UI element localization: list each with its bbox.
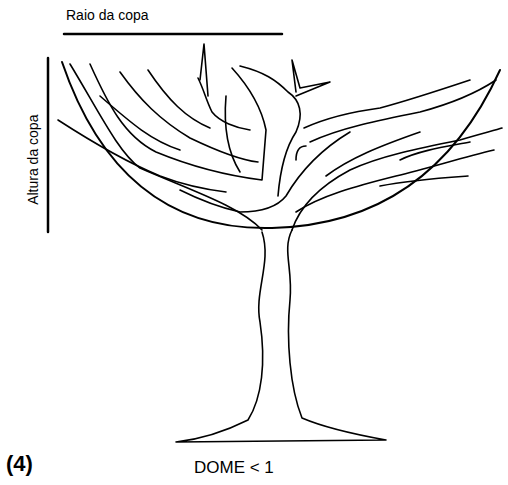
branch <box>292 128 502 230</box>
branch <box>198 78 250 130</box>
branch <box>200 44 208 96</box>
branch <box>400 142 470 160</box>
branch <box>296 150 494 212</box>
branch <box>90 64 266 180</box>
dome-condition: DOME < 1 <box>194 459 274 478</box>
branch <box>296 146 306 160</box>
dimension-label: Altura da copa <box>26 115 41 205</box>
branch <box>225 96 240 172</box>
branch <box>240 66 300 196</box>
radius-line <box>64 33 282 36</box>
dimension-label: Raio da copa <box>66 8 149 23</box>
figure-number: (4) <box>6 452 33 476</box>
branch <box>380 176 468 186</box>
trunk <box>176 230 386 442</box>
branch <box>326 132 420 176</box>
branch <box>292 60 330 96</box>
branch <box>180 132 350 212</box>
height-line <box>47 58 50 232</box>
branch <box>70 64 262 230</box>
branch <box>310 80 496 142</box>
